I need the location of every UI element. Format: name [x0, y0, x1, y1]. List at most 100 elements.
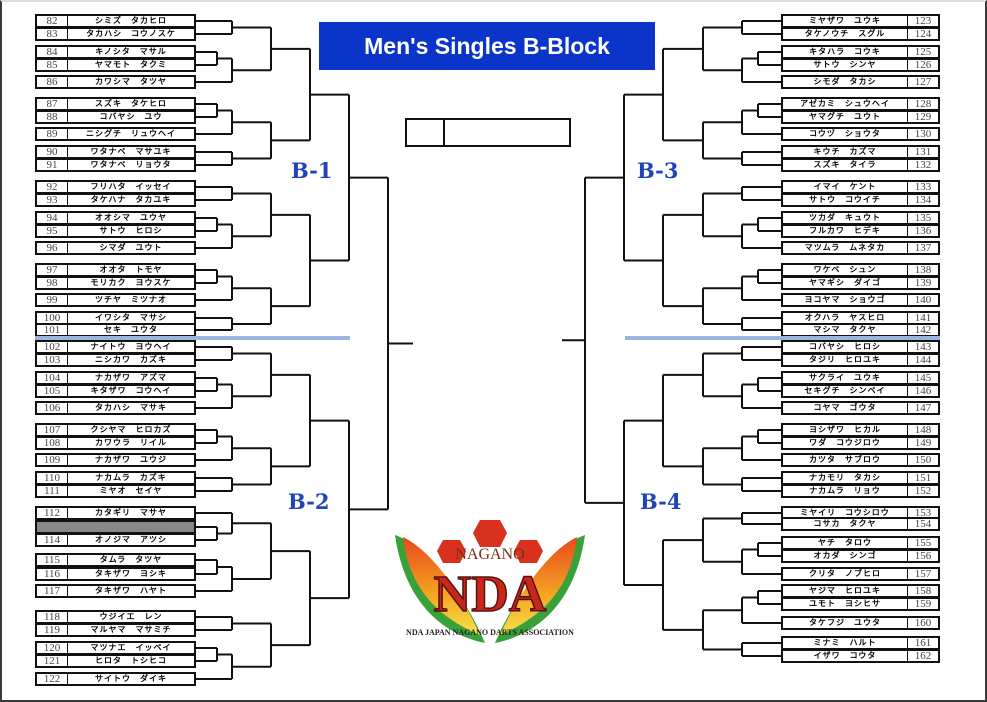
player-name: ミヤオ セイヤ — [99, 486, 163, 495]
player-name: タキザワ ハヤト — [95, 586, 167, 595]
player-name: サイトウ ダイキ — [95, 674, 167, 683]
logo-text-nda: NDA — [434, 566, 547, 623]
seed-number: 142 — [907, 325, 938, 336]
seed-number: 125 — [907, 47, 938, 58]
player-row: タジリ ヒロユキ 144 — [781, 353, 940, 367]
block-label-b4: B-4 — [640, 489, 682, 514]
player-name: サトウ ヒロシ — [99, 226, 163, 235]
player-name: クリタ ノブヒロ — [809, 569, 881, 578]
player-name: コウヅ ショウタ — [809, 129, 881, 138]
seed-number: 126 — [907, 60, 938, 71]
seed-number: 157 — [907, 569, 938, 580]
seed-number: 93 — [37, 195, 68, 206]
player-name: カワウラ リイル — [95, 438, 167, 447]
seed-number: 152 — [907, 486, 938, 497]
player-name: コバヤシ ユウ — [99, 112, 163, 121]
player-name: ツカダ キュウト — [809, 213, 881, 222]
player-name: オオタ トモヤ — [99, 265, 163, 274]
player-name: ナカモリ タカシ — [809, 473, 881, 482]
player-name: ワタナベ マサユキ — [90, 147, 172, 156]
player-name: ワダ コウジロウ — [809, 438, 881, 447]
seed-number: 84 — [37, 47, 68, 58]
player-name: ウジイエ レン — [99, 612, 163, 621]
seed-number: 122 — [37, 674, 68, 685]
player-name: ニシグチ リュウヘイ — [86, 129, 176, 138]
player-name: タケノウチ スグル — [804, 29, 886, 38]
player-row: タケノウチ スグル 124 — [781, 27, 940, 41]
player-row: 106 タカハシ マサキ — [35, 401, 196, 415]
seed-number: 98 — [37, 278, 68, 289]
player-name: モリカク ヨウスケ — [90, 278, 172, 287]
player-name: タジリ ヒロユキ — [809, 355, 881, 364]
seed-number: 119 — [37, 625, 68, 636]
seed-number: 114 — [37, 535, 68, 546]
player-name: タカハシ マサキ — [95, 403, 167, 412]
seed-number: 133 — [907, 182, 938, 193]
seed-number: 124 — [907, 29, 938, 40]
player-name: イザワ コウタ — [813, 651, 877, 660]
player-name: マツムラ ムネタカ — [804, 243, 886, 252]
player-row: クリタ ノブヒロ 157 — [781, 567, 940, 581]
player-name: コサカ タクヤ — [813, 519, 877, 528]
player-name: オクハラ ヤスヒロ — [804, 313, 886, 322]
seed-number: 105 — [37, 386, 68, 397]
logo-leaf-left — [403, 537, 480, 635]
seed-number: 118 — [37, 612, 68, 623]
player-name: オオシマ ユウヤ — [95, 213, 167, 222]
player-name: タカハシ コウノスケ — [86, 29, 176, 38]
seed-number: 99 — [37, 295, 68, 306]
seed-number: 107 — [37, 425, 68, 436]
nda-logo: NAGANO NDA NDA JAPAN NAGANO DARTS ASSOCI… — [395, 520, 585, 643]
player-name: オカダ シンゴ — [813, 551, 877, 560]
seed-number: 106 — [37, 403, 68, 414]
seed-number: 135 — [907, 213, 938, 224]
seed-number: 131 — [907, 147, 938, 158]
player-name: ヤチ タロウ — [818, 538, 872, 547]
score-divider — [443, 120, 445, 145]
seed-number: 139 — [907, 278, 938, 289]
seed-number: 101 — [37, 325, 68, 336]
seed-number: 144 — [907, 355, 938, 366]
logo-dart-hex — [473, 520, 507, 547]
player-name: キウチ カズマ — [813, 147, 877, 156]
player-name: サクライ ユウキ — [809, 373, 881, 382]
player-name: アゼカミ シュウヘイ — [800, 99, 890, 108]
player-row: キウチ カズマ 131 — [781, 145, 940, 159]
player-row: 97 オオタ トモヤ — [35, 263, 196, 277]
seed-number: 102 — [37, 342, 68, 353]
seed-number: 103 — [37, 355, 68, 366]
seed-number: 123 — [907, 16, 938, 27]
player-name: シマダ ユウト — [99, 243, 163, 252]
player-name: タケフジ ユウタ — [809, 618, 881, 627]
seed-number: 150 — [907, 455, 938, 466]
seed-number: 132 — [907, 160, 938, 171]
seed-number: 97 — [37, 265, 68, 276]
player-name: シモダ タカシ — [813, 77, 877, 86]
seed-number: 92 — [37, 182, 68, 193]
seed-number: 108 — [37, 438, 68, 449]
seed-number: 100 — [37, 313, 68, 324]
